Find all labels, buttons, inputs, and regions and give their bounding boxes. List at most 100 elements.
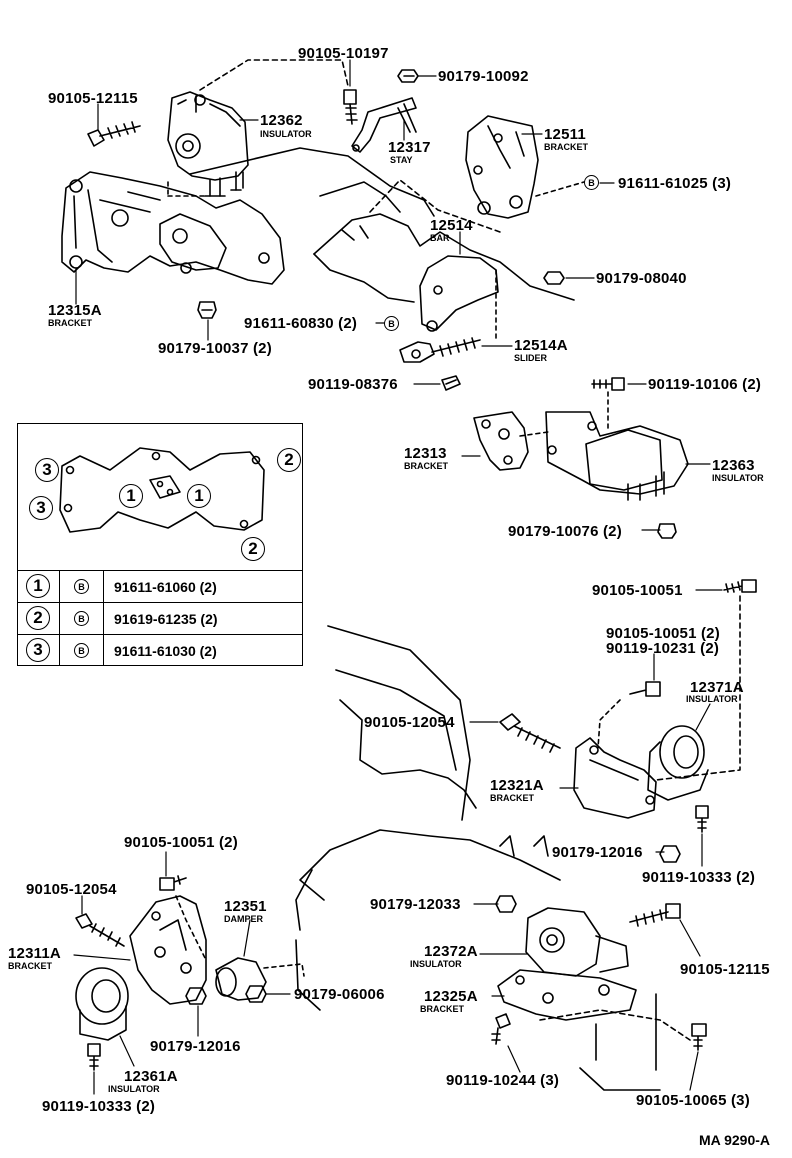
slider-12514A-drawing: [399, 337, 481, 363]
bolt-90105-12054-l-drawing: [75, 913, 125, 947]
label-90105-10065: 90105-10065 (3): [636, 1092, 750, 1109]
dashed-link-top: [199, 59, 349, 91]
label-12313-sub: BRACKET: [404, 461, 448, 471]
bracket-12511-drawing: [465, 115, 539, 219]
bolt-90105-12054-mid-drawing: [499, 713, 561, 753]
label-12315A-sub: BRACKET: [48, 318, 92, 328]
bar-12514-drawing: [313, 213, 575, 332]
label-12372A: 12372A: [424, 943, 478, 960]
label-90179-12016-l: 90179-12016: [150, 1038, 241, 1055]
legend-marker: 1: [187, 484, 211, 508]
label-90179-10076: 90179-10076 (2): [508, 523, 622, 540]
bracket-12311A-drawing: [129, 895, 207, 1005]
label-90119-10333-r: 90119-10333 (2): [642, 869, 756, 886]
insulator-12361A-drawing: [75, 967, 129, 1041]
label-12363: 12363: [712, 457, 755, 474]
bolt-90119-10333-l-drawing: [87, 1043, 101, 1071]
engine-outline-top: [189, 147, 435, 217]
legend-cylinder-head-outline: [59, 447, 265, 533]
label-90119-10106: 90119-10106 (2): [648, 376, 762, 393]
nut-90179-12016-l-drawing: [185, 987, 207, 1005]
leader-lines: [73, 59, 723, 1095]
label-12514A-sub: SLIDER: [514, 353, 548, 363]
legend-row: 2 B 91619-61235 (2): [18, 602, 302, 634]
damper-12351-drawing: [215, 957, 267, 1001]
nut-90179-06006-drawing: [245, 985, 267, 1003]
label-90119-08376: 90119-08376: [308, 376, 398, 393]
insulator-12363-drawing: [545, 411, 689, 501]
label-12511-sub: BRACKET: [544, 142, 588, 152]
label-12514A: 12514A: [514, 337, 568, 354]
bracket-12321A-drawing: [573, 737, 657, 819]
label-90179-06006: 90179-06006: [294, 986, 385, 1003]
bolt-symbol-b: B: [584, 175, 599, 190]
diagram-code: MA 9290-A: [698, 1132, 770, 1148]
label-12317: 12317: [388, 139, 431, 156]
legend-row-number: 3: [26, 638, 50, 662]
label-12325A: 12325A: [424, 988, 478, 1005]
legend-row-code: 91619-61235 (2): [114, 611, 218, 627]
label-12317-sub: STAY: [390, 155, 413, 165]
label-12311A: 12311A: [8, 945, 61, 962]
label-90105-12054-mid: 90105-12054: [364, 714, 455, 731]
insulator-12362-drawing: [167, 91, 249, 197]
label-12511: 12511: [544, 126, 586, 143]
label-12361A: 12361A: [124, 1068, 178, 1085]
legend-row-number: 2: [26, 606, 50, 630]
label-90105-10051-b: 90105-10051 (2): [606, 625, 720, 642]
legend-row-symbol: B: [74, 611, 89, 626]
label-12514-sub: BAR: [430, 233, 450, 243]
bolt-90105-12115-top-drawing: [87, 121, 141, 147]
label-90105-10051-a: 90105-10051: [592, 582, 683, 599]
label-90105-12054-l: 90105-12054: [26, 881, 117, 898]
label-12321A: 12321A: [490, 777, 544, 794]
legend-row-symbol: B: [74, 579, 89, 594]
label-90105-10051-c: 90105-10051 (2): [124, 834, 238, 851]
legend-row-code: 91611-61030 (2): [114, 643, 217, 659]
bolt-90105-10051-drawing: [723, 579, 757, 593]
bolt-90119-10244-drawing: [491, 1013, 511, 1045]
legend-row: 3 B 91611-61030 (2): [18, 634, 302, 666]
label-12371A-sub: INSULATOR: [686, 694, 738, 704]
label-12315A: 12315A: [48, 302, 102, 319]
label-90105-12115-r: 90105-12115: [680, 961, 770, 978]
label-90119-10333-l: 90119-10333 (2): [42, 1098, 156, 1115]
legend-row-code: 91611-61060 (2): [114, 579, 217, 595]
label-90179-10092: 90179-10092: [438, 68, 529, 85]
label-90179-08040: 90179-08040: [596, 270, 687, 287]
insulator-12372A-drawing: [525, 907, 629, 977]
label-91611-60830: 91611-60830 (2): [244, 315, 358, 332]
label-12325A-sub: BRACKET: [420, 1004, 464, 1014]
label-90119-10244: 90119-10244 (3): [446, 1072, 560, 1089]
label-12351: 12351: [224, 898, 267, 915]
nut-90179-10076-drawing: [657, 523, 677, 539]
label-12313: 12313: [404, 445, 447, 462]
label-12514: 12514: [430, 217, 473, 234]
bracket-12313-drawing: [473, 411, 529, 471]
engine-block-outline: [327, 625, 471, 821]
label-90179-10037: 90179-10037 (2): [158, 340, 272, 357]
bolt-90105-10051-c-drawing: [159, 875, 187, 891]
legend-marker: 2: [277, 448, 301, 472]
nut-90179-08040-drawing: [543, 271, 565, 285]
label-90105-12115-top: 90105-12115: [48, 90, 138, 107]
label-12361A-sub: INSULATOR: [108, 1084, 160, 1094]
legend-marker: 1: [119, 484, 143, 508]
nut-90179-10037-drawing: [197, 301, 217, 319]
bolt-90105-10065-drawing: [691, 1023, 707, 1051]
bolt-90119-08376-drawing: [441, 375, 461, 391]
label-12362: 12362: [260, 112, 303, 129]
label-12311A-sub: BRACKET: [8, 961, 52, 971]
bracket-12315A-drawing: [61, 171, 285, 285]
bolt-90119-10231-drawing: [629, 681, 661, 697]
legend-row-number: 1: [26, 574, 50, 598]
label-90119-10231: 90119-10231 (2): [606, 640, 720, 657]
bolt-symbol-b-2: B: [384, 316, 399, 331]
nut-90179-12016-r-drawing: [659, 845, 681, 863]
bolt-90119-10106-drawing: [591, 377, 625, 391]
label-91611-61025: 91611-61025 (3): [618, 175, 732, 192]
bolt-legend-table: 3 2 3 1 1 2 1 B 91611-61060 (2) 2 B 9161…: [17, 423, 303, 666]
nut-90179-10092-drawing: [397, 69, 419, 83]
label-90105-10197: 90105-10197: [298, 45, 389, 62]
